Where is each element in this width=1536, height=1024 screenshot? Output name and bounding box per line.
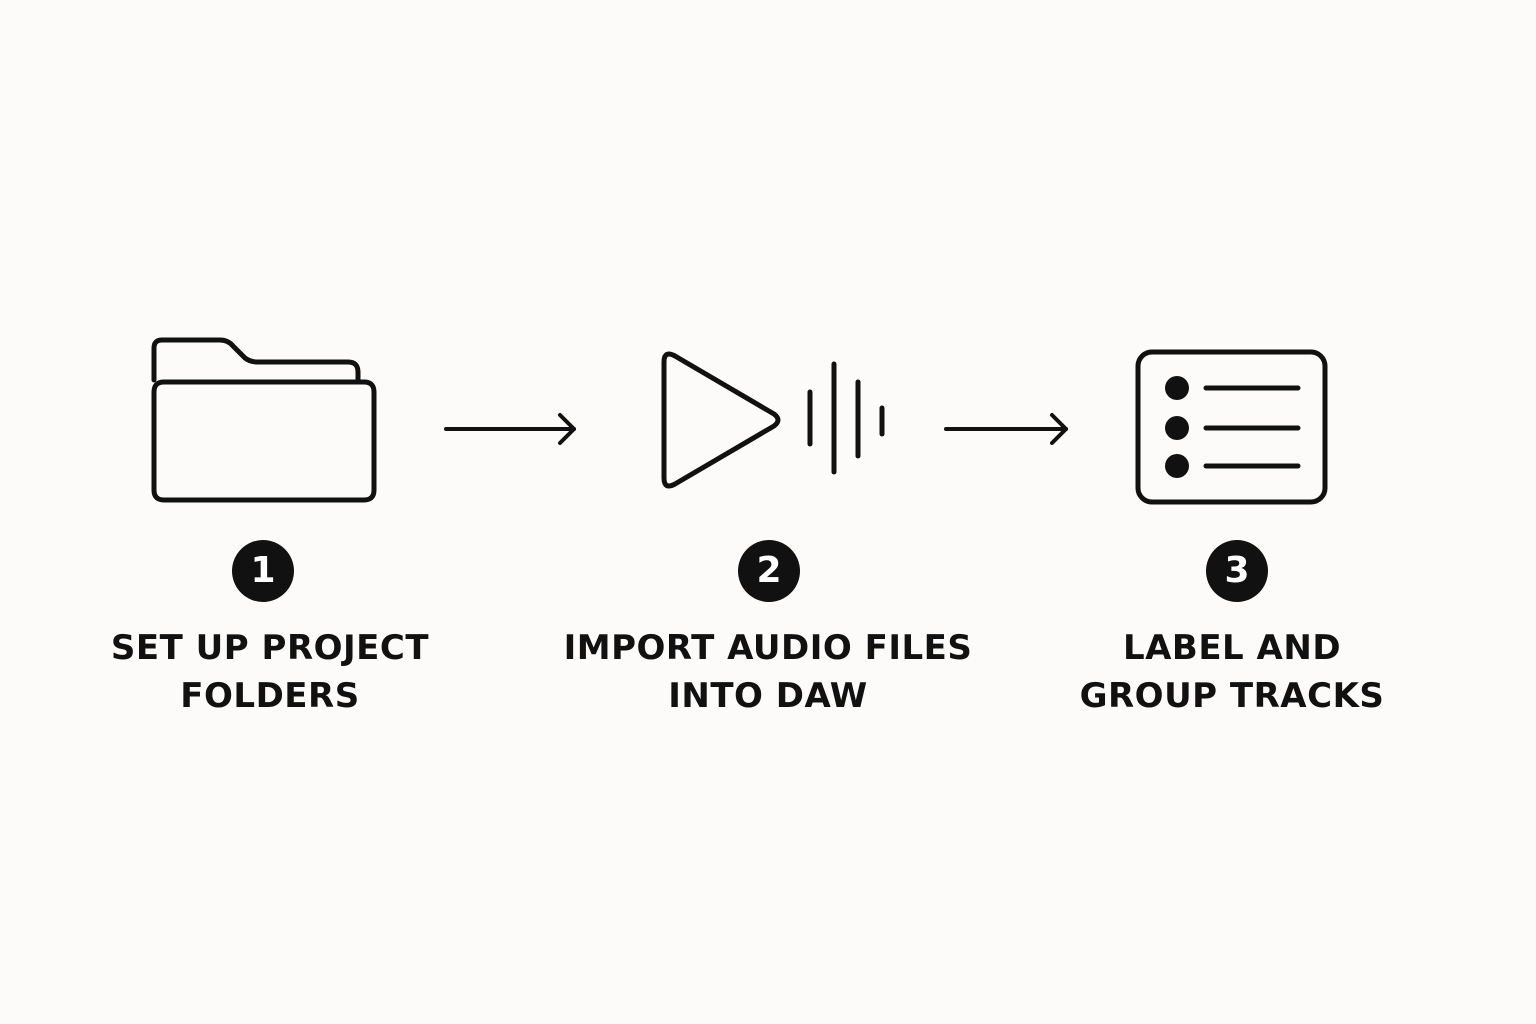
step-label-line: SET UP PROJECT (110, 628, 430, 668)
step-1: 1 SET UP PROJECT FOLDERS (50, 0, 490, 1024)
step-label-line: FOLDERS (180, 676, 360, 716)
step-number-badge: 1 (232, 540, 294, 602)
step-label: SET UP PROJECT FOLDERS (50, 624, 490, 720)
folder-icon (151, 337, 377, 503)
step-number-badge: 3 (1206, 540, 1268, 602)
step-label-line: GROUP TRACKS (1079, 676, 1385, 716)
step-label: IMPORT AUDIO FILES INTO DAW (548, 624, 988, 720)
arrow-right-icon (944, 413, 1068, 445)
track-list-icon (1135, 349, 1328, 505)
step-number-badge: 2 (738, 540, 800, 602)
step-3: 3 LABEL AND GROUP TRACKS (1012, 0, 1452, 1024)
step-2: 2 IMPORT AUDIO FILES INTO DAW (548, 0, 988, 1024)
play-audio-icon (661, 351, 885, 489)
step-label-line: LABEL AND (1122, 628, 1342, 668)
step-label: LABEL AND GROUP TRACKS (1012, 624, 1452, 720)
step-label-line: IMPORT AUDIO FILES (563, 628, 973, 668)
step-label-line: INTO DAW (668, 676, 868, 716)
arrow-right-icon (444, 413, 576, 445)
